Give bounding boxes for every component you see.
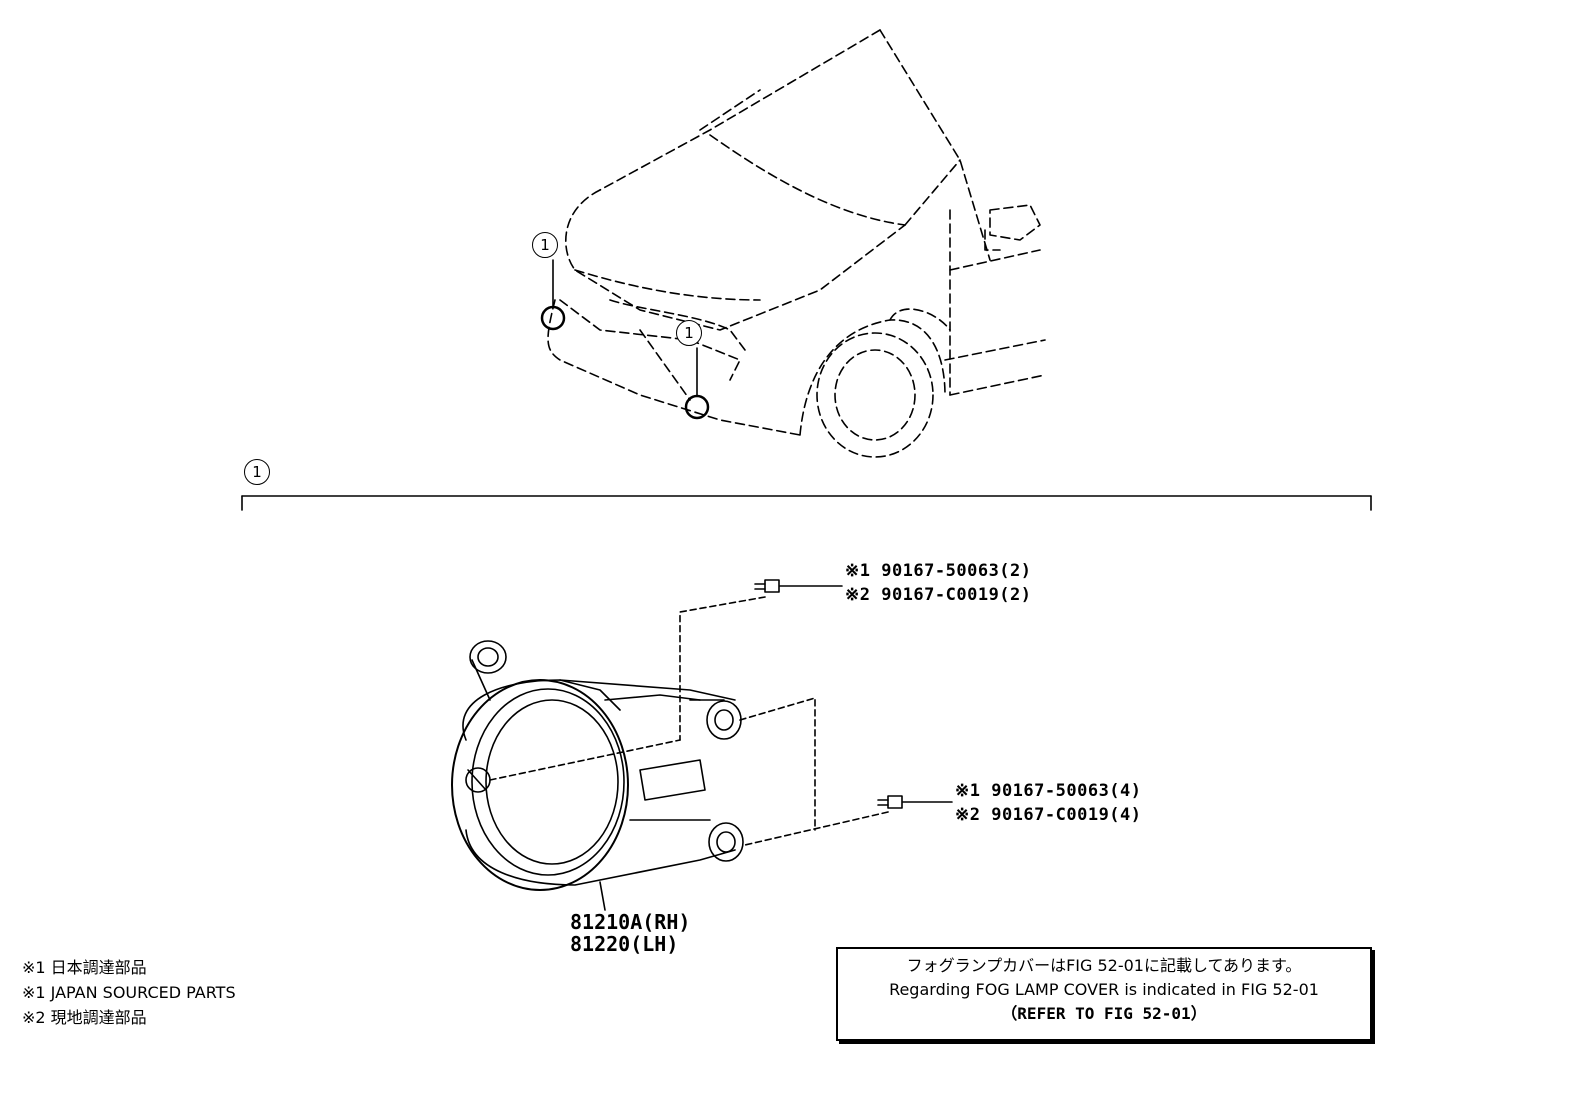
- callout-1-section: 1: [244, 459, 270, 485]
- screw-icon: [754, 579, 780, 593]
- legend-line-2: ※1 JAPAN SOURCED PARTS: [22, 983, 236, 1002]
- reference-note-box: フォグランプカバーはFIG 52-01に記載してあります。 Regarding …: [836, 947, 1372, 1041]
- car-front-view: [547, 29, 1046, 458]
- note-line-en: Regarding FOG LAMP COVER is indicated in…: [889, 980, 1319, 999]
- fog-lamp-location-rh: [540, 305, 566, 331]
- screw-icon: [877, 795, 903, 809]
- upper-fastener-label-1: ※1 90167-50063(2): [845, 561, 1032, 581]
- legend: ※1 日本調達部品 ※1 JAPAN SOURCED PARTS ※2 現地調達…: [22, 955, 236, 1030]
- upper-fastener-label-2: ※2 90167-C0019(2): [845, 585, 1032, 605]
- callout-1-lower: 1: [676, 320, 702, 346]
- fog-lamp-part-rh: 81210A(RH): [570, 910, 691, 934]
- lower-fastener-label-1: ※1 90167-50063(4): [955, 781, 1142, 801]
- note-line-jp: フォグランプカバーはFIG 52-01に記載してあります。: [906, 956, 1302, 975]
- fog-lamp-assembly: [451, 640, 744, 891]
- note-refer-link: （REFER TO FIG 52-01）: [1001, 1004, 1207, 1023]
- fog-lamp-location-lh: [684, 394, 710, 420]
- callout-1-top: 1: [532, 232, 558, 258]
- section-bracket: [241, 495, 1372, 511]
- legend-line-3: ※2 現地調達部品: [22, 1008, 147, 1027]
- fog-lamp-part-lh: 81220(LH): [570, 932, 679, 956]
- lower-fastener-label-2: ※2 90167-C0019(4): [955, 805, 1142, 825]
- legend-line-1: ※1 日本調達部品: [22, 958, 147, 977]
